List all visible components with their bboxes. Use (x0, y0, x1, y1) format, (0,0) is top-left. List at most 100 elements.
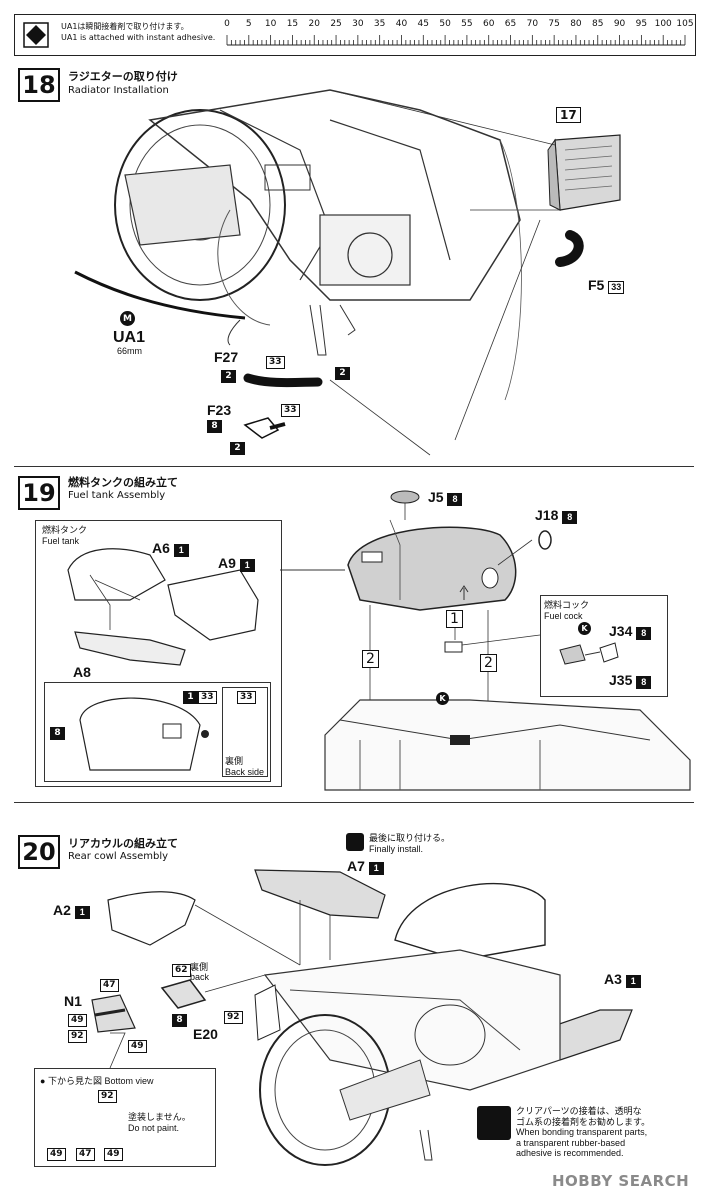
watermark: HOBBY SEARCH (552, 1172, 690, 1190)
part-j18-qty: 8 (562, 511, 578, 524)
no-paint-jp: 塗装しません。 (128, 1112, 191, 1122)
part-a7-name: A7 (347, 858, 365, 874)
bottom-view-jp: 下から見た図 (47, 1076, 102, 1086)
divider-18-19 (14, 466, 694, 467)
part-f27-qty: 33 (266, 356, 285, 369)
part-f5-name: F5 (588, 277, 605, 293)
part-a6-name: A6 (152, 540, 170, 556)
step-20-title-jp: リアカウルの組み立て (68, 837, 178, 850)
part-j35-label: J35 8 (609, 672, 652, 689)
ruler-header: UA1は瞬間接着剤で取り付けます。 UA1 is attached with i… (14, 14, 696, 56)
ruler-number: 80 (570, 19, 582, 29)
ruler-note-en: UA1 is attached with instant adhesive. (61, 33, 216, 42)
part-a9-qty: 1 (239, 559, 255, 572)
part-j5-name: J5 (428, 489, 444, 505)
clear-note-en3: adhesive is recommended. (516, 1148, 624, 1158)
ruler-note-jp: UA1は瞬間接着剤で取り付けます。 (61, 22, 189, 31)
ruler-number: 60 (482, 19, 495, 29)
part-a2-label: A2 1 (53, 902, 90, 919)
adhesive-note-icon (346, 833, 364, 851)
bottom-view-caption: ● 下から見た図 Bottom view (40, 1076, 154, 1086)
part-j34-label: J34 8 (609, 623, 652, 640)
part-j35-qty: 8 (636, 676, 652, 689)
part-a6-qty: 1 (173, 544, 189, 557)
step-18-title-en: Radiator Installation (68, 85, 169, 96)
part-a7-qty: 1 (368, 862, 384, 875)
bv-qty-1: 49 (47, 1148, 66, 1161)
n1-qty-r: 49 (128, 1040, 147, 1053)
ruler-number: 95 (635, 19, 648, 29)
fuel-tank-caption-en: Fuel tank (42, 536, 80, 546)
part-a2-qty: 1 (74, 906, 90, 919)
part-e20-label: E20 (193, 1026, 218, 1042)
ruler-number: 70 (526, 19, 539, 29)
part-j5-label: J5 8 (428, 489, 463, 506)
bv-qty-2: 47 (76, 1148, 95, 1161)
part-j18-label: J18 8 (535, 507, 578, 524)
step-box-1: 1 (446, 610, 463, 628)
part-a6-label: A6 1 (152, 540, 189, 557)
part-n1-label: N1 (64, 993, 82, 1009)
ruler-number: 55 (461, 19, 473, 29)
no-paint-note: 塗装しません。 Do not paint. (128, 1112, 191, 1134)
fuel-tank-caption: 燃料タンク Fuel tank (42, 525, 87, 547)
part-ua1-length: 66mm (117, 346, 143, 356)
ruler-number: 15 (286, 19, 299, 29)
part-17-box: 17 (556, 107, 581, 123)
n1-qty-l1: 49 (68, 1014, 87, 1027)
ruler-number: 50 (439, 19, 451, 29)
bv-qty-top: 92 (98, 1090, 117, 1103)
ruler-number: 20 (308, 19, 320, 29)
step-19-number: 19 (18, 476, 60, 510)
part-a9-name: A9 (218, 555, 236, 571)
back-side-caption-jp: 裏側 (225, 756, 244, 766)
n1-qty-l2: 92 (68, 1030, 87, 1043)
part-a7-label: A7 1 (347, 858, 384, 875)
ruler-number: 40 (395, 19, 408, 29)
bv-qty-3: 49 (104, 1148, 123, 1161)
ruler-number: 90 (613, 19, 626, 29)
ruler-number: 65 (504, 19, 517, 29)
e20-back-qty: 62 (172, 964, 191, 977)
part-j5-qty: 8 (447, 493, 463, 506)
clear-parts-adhesive-icon (477, 1106, 511, 1140)
part-f27-pre: 2 (221, 370, 236, 383)
ruler-number: 35 (373, 19, 386, 29)
part-f5-qty: 33 (608, 281, 625, 294)
fuel-cock-caption: 燃料コック Fuel cock (544, 600, 589, 622)
inset-qty-1: 1 (183, 691, 198, 704)
step-19-title-jp: 燃料タンクの組み立て (68, 476, 178, 489)
e20-left-qty: 8 (172, 1014, 187, 1027)
step-20-number: 20 (18, 835, 60, 869)
inset-qty-33: 33 (198, 691, 217, 704)
part-a9-label: A9 1 (218, 555, 255, 572)
part-f23-pre: 8 (207, 420, 222, 433)
bottom-view-en: Bottom view (104, 1076, 154, 1086)
divider-19-20 (14, 802, 694, 803)
inset-left-qty: 8 (50, 727, 65, 740)
n1-qty-top: 47 (100, 979, 119, 992)
e20-back-jp: 裏側 (190, 962, 209, 972)
ruler-number: 75 (548, 19, 560, 29)
ruler-number: 25 (330, 19, 342, 29)
step-box-2a: 2 (362, 650, 379, 668)
finally-install-jp: 最後に取り付ける。 (369, 833, 451, 843)
step-18-number: 18 (18, 68, 60, 102)
part-a3-qty: 1 (625, 975, 641, 988)
part-ua1-label: UA1 (113, 329, 146, 346)
part-f27-right: 2 (335, 367, 350, 380)
back-side-qty: 33 (237, 691, 256, 704)
part-j18-name: J18 (535, 507, 559, 523)
e20-back-en: back (190, 972, 210, 982)
step-19-title-en: Fuel tank Assembly (68, 490, 166, 501)
e20-back-caption: 裏側 back (190, 962, 209, 982)
step-20-title-en: Rear cowl Assembly (68, 851, 169, 862)
part-f23-qty: 33 (281, 404, 300, 417)
step-18-title-jp: ラジエターの取り付け (68, 70, 178, 83)
part-f27-label: F27 (214, 349, 239, 365)
material-k-icon-2: K (578, 622, 591, 635)
ruler-number: 10 (264, 19, 277, 29)
